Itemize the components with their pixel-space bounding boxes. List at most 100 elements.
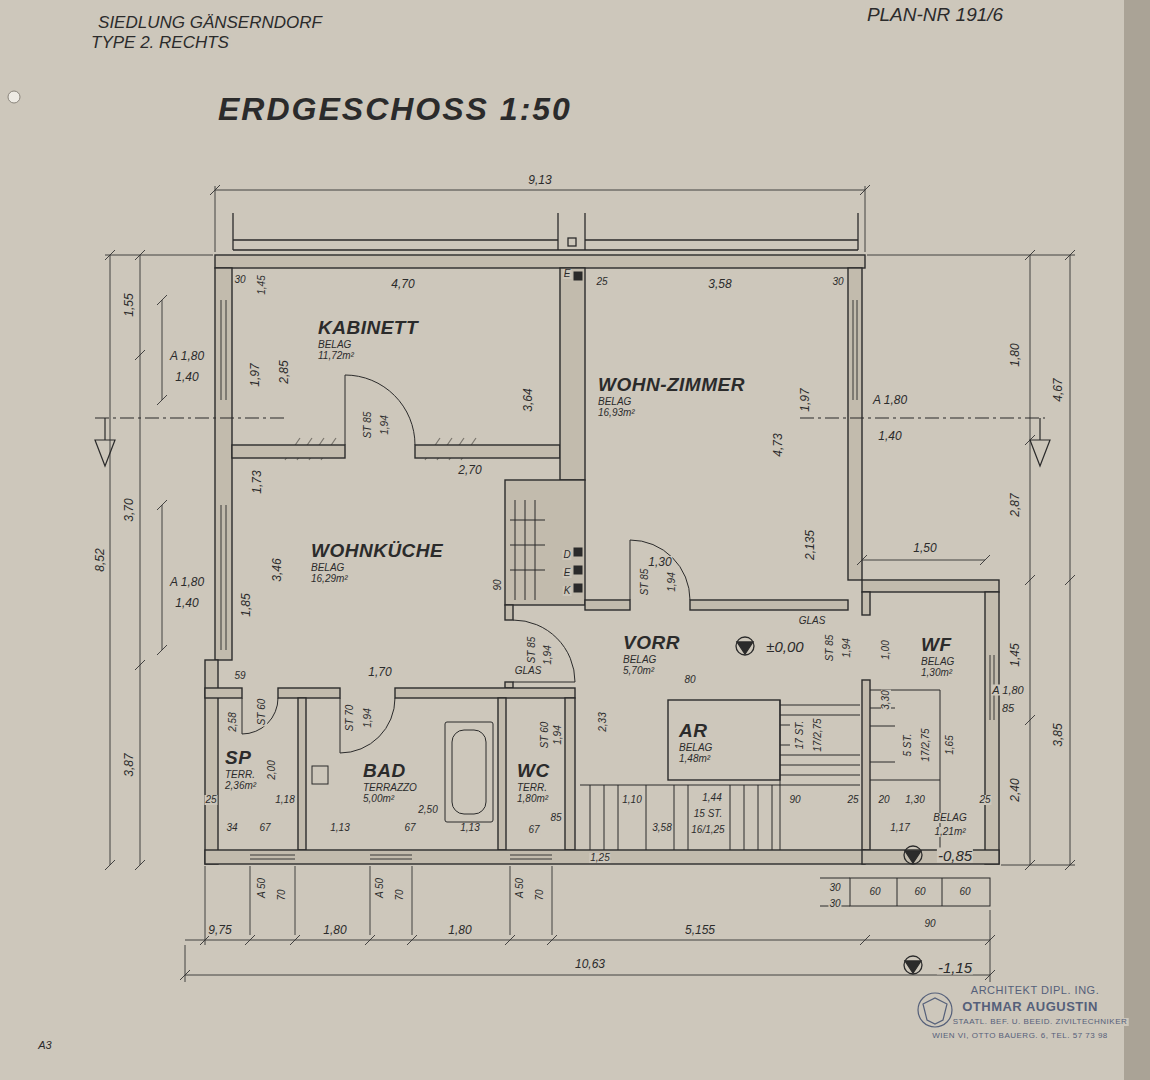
dimension-label: 30 xyxy=(233,275,246,285)
dimension-label: 25 xyxy=(846,795,859,805)
stairs xyxy=(580,690,990,906)
dimension-label: 70 xyxy=(395,888,405,901)
dimension-label: 1,94 xyxy=(553,724,563,745)
dimension-label: 90 xyxy=(788,795,801,805)
dimension-label: BELAG xyxy=(932,813,967,823)
dimension-label: 25 xyxy=(204,795,217,805)
dimension-label: A 1,80 xyxy=(991,685,1024,696)
dimension-label: 1,13 xyxy=(329,823,350,833)
dimension-label: 30 xyxy=(831,277,844,287)
dimension-label: 25 xyxy=(595,277,608,287)
windows xyxy=(221,300,994,859)
fixtures xyxy=(312,722,493,822)
plan-title: ERDGESCHOSS 1:50 xyxy=(218,92,572,127)
dimension-label: K xyxy=(563,586,572,596)
binder-hole xyxy=(8,91,20,103)
room-info: TERR. xyxy=(225,769,259,781)
room-area: VORRBELAG5,70m² xyxy=(620,630,685,679)
dimension-label: 1,85 xyxy=(240,592,252,617)
dimension-label: 2,87 xyxy=(1009,492,1021,517)
dimension-label: 1,94 xyxy=(543,644,553,665)
dimension-label: 67 xyxy=(403,823,416,833)
room-area: WOHNKÜCHEBELAG16,29m² xyxy=(308,538,449,587)
dimension-label: 34 xyxy=(225,823,238,833)
dimension-label: 1,40 xyxy=(174,371,199,383)
dimension-label: 67 xyxy=(527,825,540,835)
room-info: TERR. xyxy=(517,782,552,794)
dimension-label: 3,70 xyxy=(123,497,135,522)
dimension-label: GLAS xyxy=(798,616,827,626)
header-text: TYPE 2. RECHTS xyxy=(90,34,230,51)
dimension-label: 2,33 xyxy=(598,711,608,732)
room-name: WOHN-ZIMMER xyxy=(598,374,747,396)
dimension-label: 1,80 xyxy=(322,924,347,936)
dimension-label: 80 xyxy=(683,675,696,685)
dimension-label: ST 85 xyxy=(527,636,537,665)
room-name: VORR xyxy=(623,632,682,654)
dimension-label: 2,00 xyxy=(267,759,277,780)
dimension-label: 1,97 xyxy=(799,387,811,412)
room-info: BELAG xyxy=(623,654,682,666)
dimension-label: 59 xyxy=(233,671,246,681)
room-info: 2,36m² xyxy=(225,780,259,792)
dimension-label: 2,50 xyxy=(417,805,438,815)
dimension-label: 2,135 xyxy=(804,529,816,561)
stamp-text: ARCHITEKT DIPL. ING. xyxy=(970,985,1100,996)
dimension-label: 3,64 xyxy=(522,387,534,412)
dimension-label: 1,17 xyxy=(889,823,910,833)
dimension-label: ST 70 xyxy=(345,704,355,733)
dimension-label: 15 ST. xyxy=(693,809,724,819)
dimension-label: 2,70 xyxy=(457,464,482,476)
stamp-emblem xyxy=(918,993,952,1027)
room-name: KABINETT xyxy=(318,317,421,339)
dimension-label: A3 xyxy=(37,1040,52,1051)
room-info: TERRAZZO xyxy=(363,782,419,794)
dimension-label: A 1,80 xyxy=(169,576,205,588)
dimension-label: 3,58 xyxy=(707,278,732,290)
dimension-label: 1,13 xyxy=(459,823,480,833)
dimension-label: 1,25 xyxy=(589,853,610,863)
stamp-text: STAATL. BEF. U. BEEID. ZIVILTECHNIKER xyxy=(952,1018,1129,1026)
dimension-label: 1,30 xyxy=(904,795,925,805)
dimension-label: 67 xyxy=(258,823,271,833)
dimension-label: ±0,00 xyxy=(765,639,804,654)
dimension-label: 60 xyxy=(913,887,926,897)
dimension-label: D xyxy=(562,550,571,560)
dimension-label: 8,52 xyxy=(94,547,106,572)
dimension-label: 1,00 xyxy=(881,639,891,660)
dimension-label: 1,73 xyxy=(251,469,263,494)
dimension-label: 3,30 xyxy=(881,689,891,710)
dimension-label: 17 ST. xyxy=(795,720,805,751)
dimension-label: 1,44 xyxy=(701,793,722,803)
dimension-label: ST 85 xyxy=(825,634,835,663)
header-text: SIEDLUNG GÄNSERNDORF xyxy=(97,14,323,31)
dimension-label: 5,155 xyxy=(684,924,716,936)
room-name: WF xyxy=(921,634,957,656)
walls xyxy=(205,255,999,864)
dimension-label: 4,67 xyxy=(1052,377,1064,402)
dimension-label: 17/2,75 xyxy=(813,717,823,752)
dimension-label: 1,94 xyxy=(667,571,677,592)
dimension-label: 30 xyxy=(828,899,841,909)
dimension-label: 3,58 xyxy=(651,823,672,833)
dimension-label: 1,30 xyxy=(647,556,672,568)
dimension-label: A 50 xyxy=(515,877,525,899)
dimension-label: 16/1,25 xyxy=(690,825,725,835)
room-info: 16,93m² xyxy=(598,407,747,419)
dimension-label: -0,85 xyxy=(937,848,973,863)
room-info: 11,72m² xyxy=(318,350,421,362)
dimension-label: 70 xyxy=(277,888,287,901)
room-info: BELAG xyxy=(921,656,957,668)
room-info: BELAG xyxy=(598,396,747,408)
room-info: BELAG xyxy=(318,339,421,351)
dimension-label: 17/2,75 xyxy=(921,727,931,762)
dimension-label: 70 xyxy=(535,888,545,901)
dimension-label: 1,97 xyxy=(249,362,261,387)
doors xyxy=(242,375,690,753)
dimension-label: ST 85 xyxy=(363,411,373,440)
dimension-label: 3,46 xyxy=(271,557,283,582)
room-area: BADTERRAZZO5,00m² xyxy=(360,758,422,807)
dimension-label: 85 xyxy=(549,813,562,823)
dimension-label: 2,58 xyxy=(228,711,238,732)
